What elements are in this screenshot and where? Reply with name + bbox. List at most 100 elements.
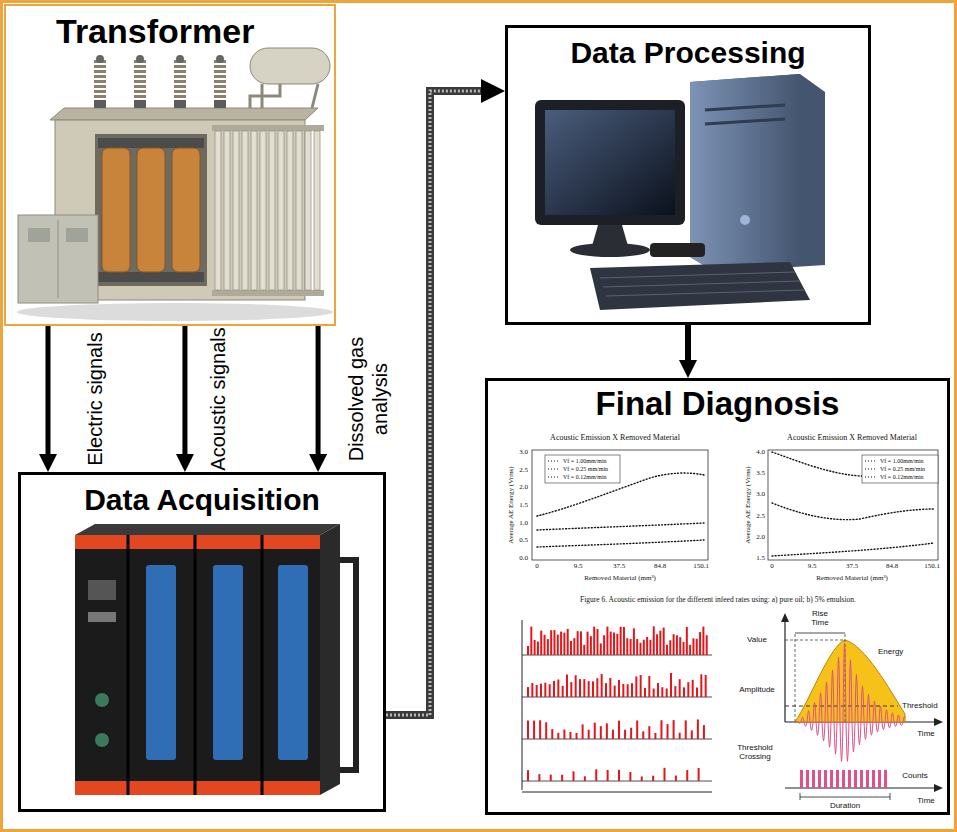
waveform-sketch (854, 770, 857, 788)
transformer-illustration (214, 100, 226, 108)
hit-bar-chart (547, 639, 549, 655)
waveform-sketch (934, 718, 943, 726)
chart-text: 1.5 (756, 554, 765, 562)
transformer-illustration (215, 131, 221, 290)
computer-illustration (740, 215, 750, 225)
transformer-illustration (172, 148, 200, 272)
hit-bar-chart (640, 643, 642, 655)
hit-bar-chart (527, 770, 529, 781)
chart-text: Value (747, 635, 767, 644)
hit-bar-chart (697, 719, 699, 739)
waveform-sketch (795, 634, 796, 722)
flow-arrow (47, 326, 48, 454)
chart-text: 1.0 (519, 519, 528, 527)
hit-bar-chart (648, 726, 650, 739)
transformer-illustration (17, 48, 333, 321)
hit-bar-chart (540, 684, 542, 697)
acquisition-device-illustration (146, 565, 176, 760)
transformer-illustration (260, 131, 266, 290)
hit-bar-chart (683, 687, 685, 697)
chart-text: 0.0 (519, 554, 528, 562)
hit-bar-chart (601, 674, 603, 697)
acoustic-chart (865, 468, 877, 469)
acquisition-device-illustration (340, 560, 356, 770)
hit-bar-chart (567, 629, 569, 655)
acquisition-device-illustration (75, 524, 356, 795)
hit-bar-chart (594, 723, 596, 739)
hit-bar-chart (607, 770, 609, 781)
hit-bar-chart (648, 676, 650, 697)
hit-bar-chart (618, 770, 620, 781)
acoustic-chart (772, 503, 934, 520)
hit-bar-chart (685, 720, 687, 739)
waveform-sketch (934, 784, 943, 792)
hit-bar-chart (630, 728, 632, 739)
hit-bar-chart (584, 776, 586, 781)
hit-bar-chart (674, 686, 676, 697)
chart-text: Vf = 0.25 mm/min (563, 466, 608, 473)
transformer-illustration (17, 303, 333, 321)
chart-text: 150.1 (693, 562, 709, 570)
hit-bar-chart (673, 720, 675, 739)
chart-text: Average AE Energy (Vrms) (507, 466, 515, 543)
acoustic-chart (532, 450, 708, 560)
chart-text: 3.0 (519, 448, 528, 456)
chart-text: Acoustic Emission X Removed Material (787, 433, 917, 442)
hit-bar-chart (642, 731, 644, 739)
hit-bar-chart (536, 685, 538, 697)
hit-bar-chart (527, 721, 529, 739)
waveform-sketch (785, 640, 845, 641)
process-box: Data Acquisition (18, 472, 386, 812)
hit-bar-chart (553, 681, 555, 697)
chart-text: 2.0 (519, 483, 528, 491)
hit-bar-chart (620, 627, 622, 655)
hit-bar-chart (522, 620, 523, 790)
hit-bar-chart (622, 684, 624, 697)
acquisition-device-illustration (75, 535, 320, 795)
hit-bar-chart (618, 721, 620, 739)
transformer-illustration (98, 138, 204, 148)
hit-bar-chart (539, 720, 541, 739)
hit-bar-chart (705, 675, 707, 697)
hit-bar-chart (691, 730, 693, 739)
hit-bar-chart (654, 733, 656, 739)
hit-bar-chart (635, 676, 637, 697)
hit-bar-chart (644, 688, 646, 697)
hit-bar-chart (592, 681, 594, 697)
chart-text: Vf = 0.12mm/min (563, 474, 607, 481)
transformer-illustration (278, 131, 284, 290)
chart-text: Vf = 0.25 mm/min (880, 466, 925, 473)
acoustic-chart (537, 523, 704, 530)
computer-illustration (650, 243, 705, 257)
hit-bar-chart (633, 628, 635, 655)
acoustic-chart (772, 543, 934, 556)
hit-bar-chart (551, 729, 553, 739)
waveform-sketch (795, 633, 845, 634)
hit-bar-chart (623, 627, 625, 655)
acquisition-device-illustration (194, 535, 197, 795)
transformer-illustration (176, 55, 184, 63)
hit-bar-chart (563, 730, 565, 739)
acquisition-device-illustration (213, 565, 243, 760)
node-title: Data Acquisition (27, 483, 377, 518)
chart-text: 0.5 (519, 536, 528, 544)
hit-bar-chart (577, 631, 579, 655)
hit-bar-chart (679, 679, 681, 697)
hit-bar-chart (560, 632, 562, 655)
chart-text: 0 (535, 562, 539, 570)
hit-bar-chart (679, 733, 681, 739)
acquisition-device-illustration (320, 524, 340, 795)
acoustic-chart (865, 460, 877, 461)
acoustic-chart (545, 455, 620, 483)
hit-bar-chart (557, 733, 559, 739)
hit-bar-chart (561, 775, 563, 781)
hit-bar-chart (696, 687, 698, 697)
waveform-sketch (800, 797, 890, 798)
computer-illustration (592, 225, 628, 246)
hit-bar-chart (614, 686, 616, 697)
hit-bar-chart (660, 720, 662, 739)
chart-text: Removed Material (mm³) (816, 574, 888, 582)
transformer-illustration (50, 108, 318, 120)
chart-text: 4.0 (756, 448, 765, 456)
transformer-illustration (305, 131, 311, 290)
